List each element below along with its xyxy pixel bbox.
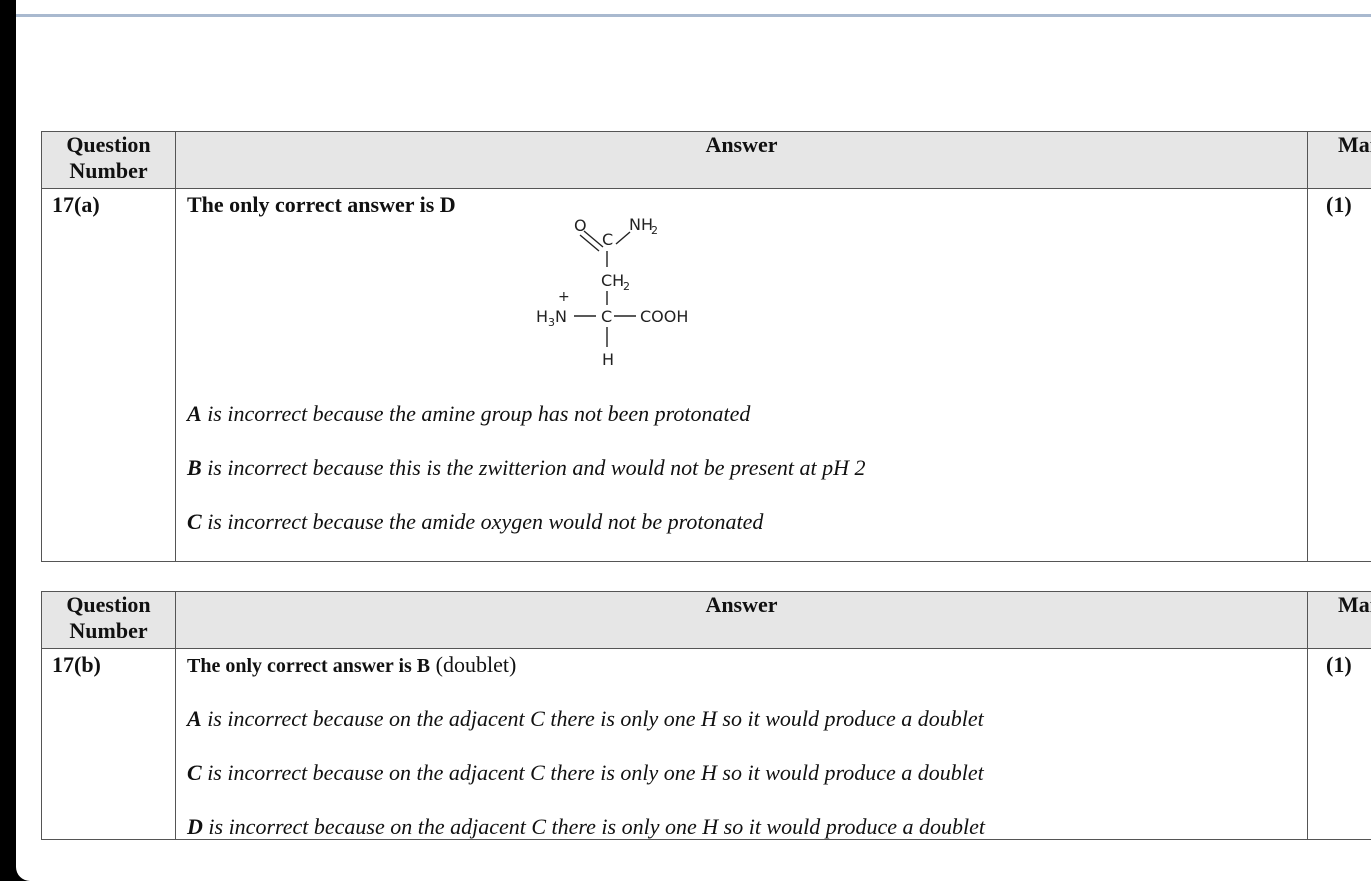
answer-header: Answer <box>175 131 1308 189</box>
reason-line: B is incorrect because this is the zwitt… <box>187 455 866 481</box>
answer-cell: The only correct answer is B (doublet) A… <box>175 648 1308 840</box>
atom-ch: CH <box>601 271 624 290</box>
mark-scheme-table-17b: Question Number Answer Mark 17(b) The on… <box>41 591 1371 840</box>
mark-value: (1) <box>1307 648 1371 840</box>
reason-letter: B <box>187 455 202 480</box>
glutamine-cation-structure: O NH 2 C CH 2 + H 3 N C <box>536 215 688 369</box>
answer-cell: The only correct answer is D O NH 2 C CH… <box>175 188 1308 562</box>
mark-header: Mark <box>1307 591 1371 649</box>
reason-line: C is incorrect because on the adjacent C… <box>187 760 984 786</box>
atom-h-bottom: H <box>602 350 614 369</box>
mark-value: (1) <box>1307 188 1371 562</box>
reason-line: D is incorrect because on the adjacent C… <box>187 814 985 840</box>
atom-n: N <box>555 307 567 326</box>
correct-answer-lead: The only correct answer is B <box>187 655 431 677</box>
table-header-row: Question Number Answer Mark <box>41 591 1371 649</box>
subscript-2b: 2 <box>623 280 630 293</box>
reason-text: is incorrect because on the adjacent C t… <box>201 760 984 785</box>
reason-line: C is incorrect because the amide oxygen … <box>187 509 763 535</box>
atom-nh: NH <box>629 215 653 234</box>
atom-h3n: H <box>536 307 548 326</box>
table-row: 17(a) The only correct answer is D O NH … <box>41 188 1371 562</box>
reason-letter: C <box>187 509 202 534</box>
question-number-header: Question Number <box>41 591 176 649</box>
document-page: Question Number Answer Mark 17(a) The on… <box>16 0 1371 881</box>
reason-text: is incorrect because this is the zwitter… <box>201 455 866 480</box>
question-number: 17(b) <box>41 648 176 840</box>
reason-text: is incorrect because on the adjacent C t… <box>202 814 985 839</box>
table-row: 17(b) The only correct answer is B (doub… <box>41 648 1371 840</box>
question-number-header: Question Number <box>41 131 176 189</box>
atom-o: O <box>574 216 587 235</box>
question-number: 17(a) <box>41 188 176 562</box>
correct-answer-line: The only correct answer is D <box>187 192 456 217</box>
subscript-3: 3 <box>548 316 555 329</box>
correct-answer-line: The only correct answer is B (doublet) <box>187 652 516 678</box>
question-header-line1: Question <box>66 592 151 617</box>
mark-header: Mark <box>1307 131 1371 189</box>
question-header-line2: Number <box>69 158 148 183</box>
answer-header: Answer <box>175 591 1308 649</box>
reason-text: is incorrect because the amide oxygen wo… <box>201 509 764 534</box>
reason-text: is incorrect because the amine group has… <box>201 401 751 426</box>
subscript-2a: 2 <box>651 224 658 237</box>
atom-cooh: COOH <box>640 307 688 326</box>
question-header-line1: Question <box>66 132 151 157</box>
plus-charge: + <box>558 289 570 305</box>
question-header-line2: Number <box>69 618 148 643</box>
atom-c-mid: C <box>601 307 612 326</box>
mark-scheme-table-17a: Question Number Answer Mark 17(a) The on… <box>41 131 1371 562</box>
reason-letter: A <box>187 706 202 731</box>
atom-c-top: C <box>602 230 613 249</box>
reason-line: A is incorrect because the amine group h… <box>187 401 750 427</box>
table-header-row: Question Number Answer Mark <box>41 131 1371 189</box>
reason-text: is incorrect because on the adjacent C t… <box>201 706 984 731</box>
reason-letter: D <box>187 814 203 839</box>
reason-letter: A <box>187 401 202 426</box>
top-divider <box>16 14 1371 17</box>
reason-letter: C <box>187 760 202 785</box>
reason-line: A is incorrect because on the adjacent C… <box>187 706 984 732</box>
correct-answer-note: (doublet) <box>430 652 517 677</box>
